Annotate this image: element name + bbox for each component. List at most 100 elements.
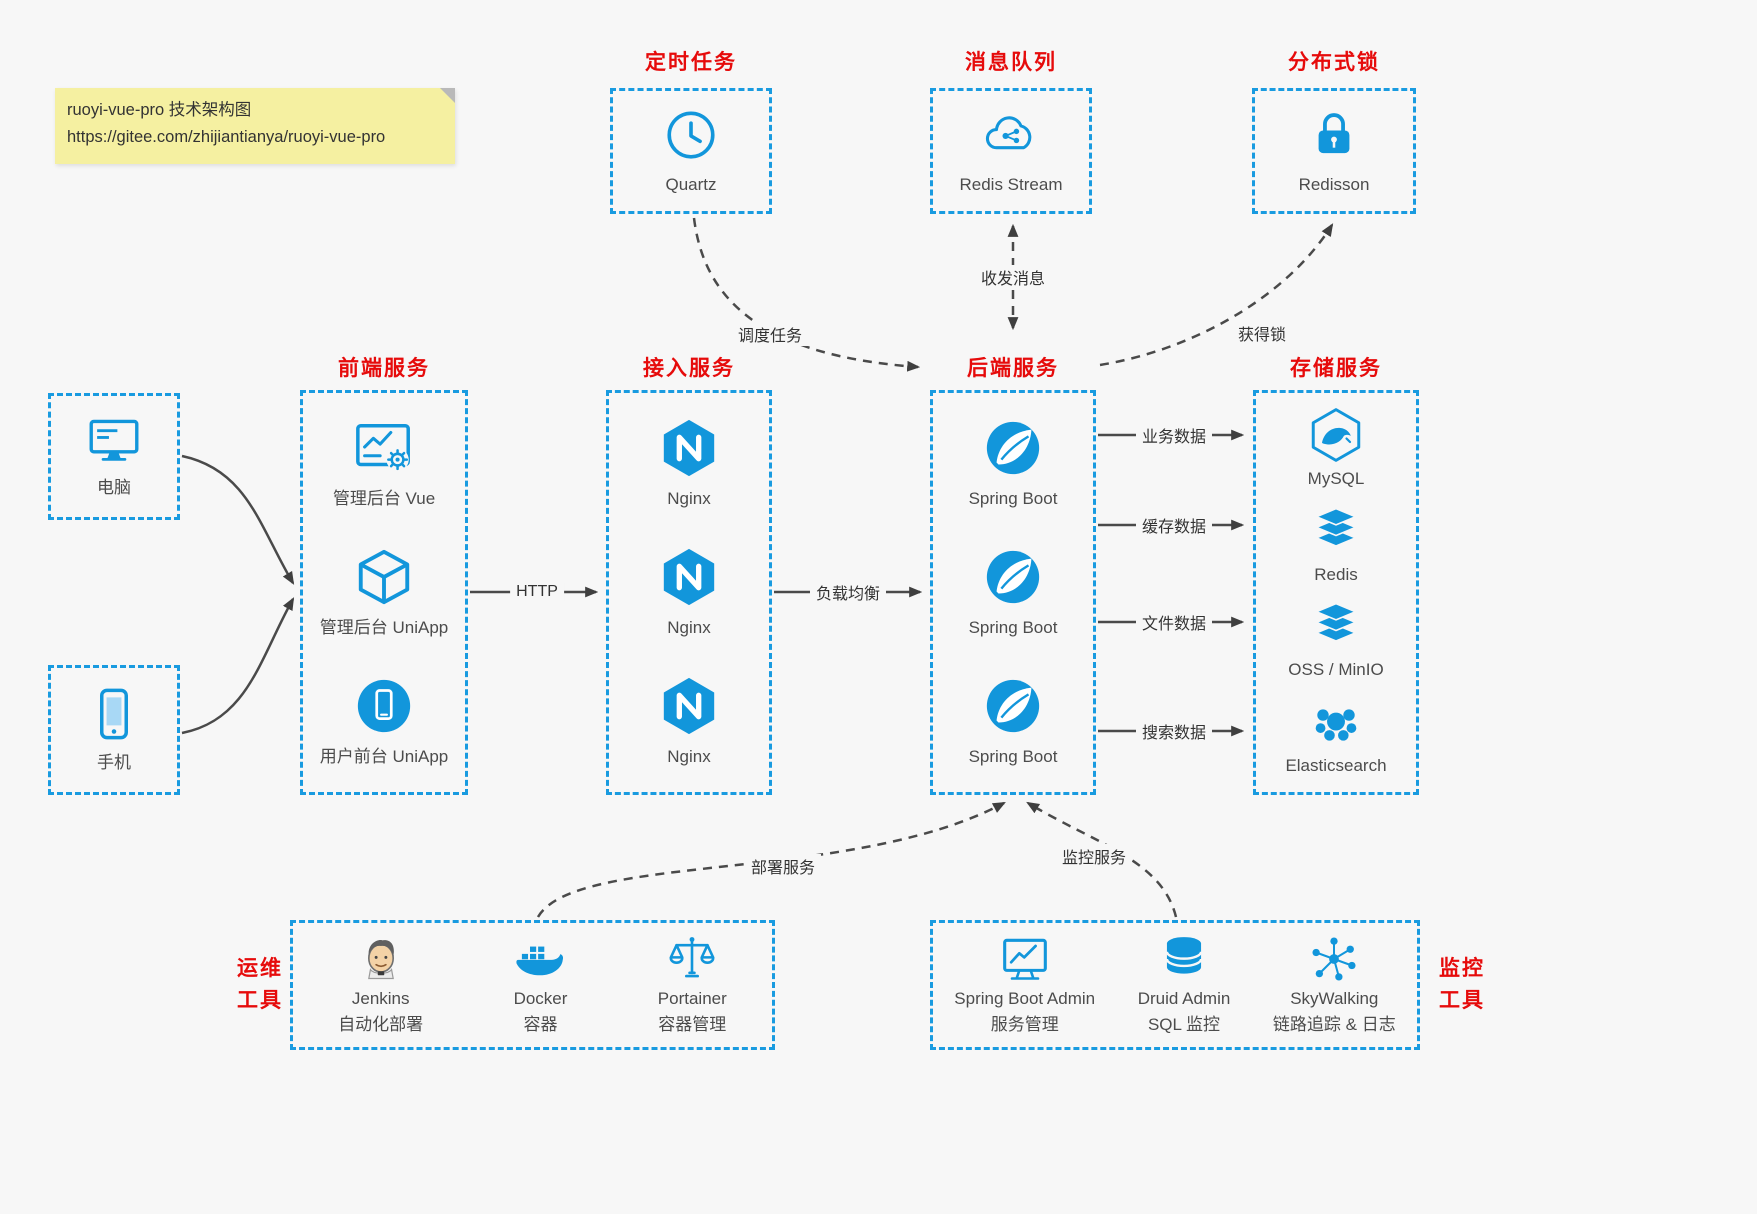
node-label: Redis bbox=[1314, 564, 1358, 584]
scales-icon bbox=[666, 933, 718, 985]
node-admin-uniapp: 管理后台 UniApp bbox=[320, 546, 448, 640]
spring-icon bbox=[982, 546, 1044, 608]
group-title-backend: 后端服务 bbox=[967, 357, 1059, 380]
redis-stream-label: Redis Stream bbox=[959, 174, 1063, 194]
node-label: MySQL bbox=[1307, 468, 1365, 488]
node-redis: Redis bbox=[1310, 507, 1362, 587]
node-sublabel: 容器管理 bbox=[658, 1015, 727, 1034]
nginx-icon bbox=[658, 546, 720, 608]
group-title-queue: 消息队列 bbox=[965, 51, 1057, 74]
nginx-icon bbox=[658, 675, 720, 737]
cloud-network-icon bbox=[982, 106, 1040, 164]
jenkins-icon bbox=[355, 933, 407, 985]
group-title-frontend: 前端服务 bbox=[338, 357, 430, 380]
node-oss-minio: OSS / MinIO bbox=[1288, 602, 1384, 682]
edge-label-http: HTTP bbox=[510, 583, 564, 601]
node-label: SkyWalking bbox=[1290, 989, 1379, 1009]
node-mysql: MySQL bbox=[1307, 407, 1365, 491]
ops-box: Jenkins 自动化部署 Docker 容器 Portainer 容器管理 bbox=[290, 920, 775, 1050]
node-label: Nginx bbox=[667, 746, 711, 766]
quartz-box: Quartz bbox=[610, 88, 772, 214]
group-title-scheduled: 定时任务 bbox=[645, 51, 737, 74]
node-admin-vue: 管理后台 Vue bbox=[333, 417, 435, 511]
mysql-icon bbox=[1308, 407, 1364, 463]
nginx-icon bbox=[658, 417, 720, 479]
edge-label-cache-data: 缓存数据 bbox=[1135, 513, 1213, 537]
storage-box: MySQL Redis OSS / MinIO Elasticsearch bbox=[1253, 390, 1419, 795]
node-portainer: Portainer 容器管理 bbox=[658, 933, 727, 1037]
edge-label-search-data: 搜索数据 bbox=[1135, 719, 1213, 743]
node-sublabel: 容器 bbox=[523, 1015, 558, 1034]
monitoring-title-line2: 工具 bbox=[1439, 988, 1485, 1012]
node-skywalking: SkyWalking 链路追踪 & 日志 bbox=[1273, 933, 1396, 1037]
admin-screen-gear-icon bbox=[353, 417, 415, 479]
edge-label-business-data: 业务数据 bbox=[1135, 423, 1213, 447]
node-jenkins: Jenkins 自动化部署 bbox=[338, 933, 423, 1037]
sticky-note: ruoyi-vue-pro 技术架构图 https://gitee.com/zh… bbox=[55, 88, 455, 164]
node-springboot-1: Spring Boot bbox=[969, 417, 1057, 511]
node-spring-boot-admin: Spring Boot Admin 服务管理 bbox=[954, 933, 1095, 1037]
spring-icon bbox=[982, 417, 1044, 479]
monitor-icon bbox=[84, 413, 144, 467]
node-springboot-3: Spring Boot bbox=[968, 675, 1058, 769]
node-label: Elasticsearch bbox=[1285, 756, 1387, 776]
pc-label: 电脑 bbox=[97, 478, 131, 498]
node-label: Docker bbox=[513, 989, 568, 1009]
edge-label-deploy-service: 部署服务 bbox=[744, 854, 822, 878]
monitoring-box: Spring Boot Admin 服务管理 Druid Admin SQL 监… bbox=[930, 920, 1420, 1050]
node-elasticsearch: Elasticsearch bbox=[1285, 698, 1387, 778]
node-label: Druid Admin bbox=[1137, 989, 1231, 1009]
node-label: OSS / MinIO bbox=[1288, 660, 1384, 680]
mobile-circle-icon bbox=[353, 675, 415, 737]
redis-stream-box: Redis Stream bbox=[930, 88, 1092, 214]
edge-label-acquire-lock: 获得锁 bbox=[1231, 321, 1293, 345]
frontend-box: 管理后台 Vue 管理后台 UniApp 用户前台 UniApp bbox=[300, 390, 468, 795]
node-sublabel: 链路追踪 & 日志 bbox=[1272, 1015, 1396, 1034]
backend-box: Spring Boot Spring Boot Spring Boot bbox=[930, 390, 1096, 795]
group-title-storage: 存储服务 bbox=[1290, 357, 1382, 380]
note-title: ruoyi-vue-pro 技术架构图 bbox=[67, 101, 252, 119]
monitoring-tools-title: 监控 工具 bbox=[1434, 953, 1490, 1016]
clock-icon bbox=[662, 106, 720, 164]
node-label: Jenkins bbox=[351, 989, 410, 1009]
ops-title-line1: 运维 bbox=[237, 957, 283, 980]
edge-label-dispatch-job: 调度任务 bbox=[731, 322, 809, 346]
mobile-client-box: 手机 bbox=[48, 665, 180, 795]
ops-title-line2: 工具 bbox=[237, 988, 283, 1012]
padlock-icon bbox=[1305, 106, 1363, 164]
node-label: Nginx bbox=[667, 617, 711, 637]
node-nginx-3: Nginx bbox=[658, 675, 720, 769]
node-label: Spring Boot bbox=[968, 617, 1058, 637]
node-sublabel: 服务管理 bbox=[990, 1015, 1059, 1034]
spring-icon bbox=[982, 675, 1044, 737]
stacked-layers-icon bbox=[1310, 602, 1362, 654]
quartz-label: Quartz bbox=[665, 174, 717, 194]
node-label: 管理后台 UniApp bbox=[319, 617, 449, 637]
node-label: Spring Boot Admin bbox=[954, 989, 1096, 1009]
gateway-box: Nginx Nginx Nginx bbox=[606, 390, 772, 795]
redisson-label: Redisson bbox=[1298, 174, 1370, 194]
edge-label-file-data: 文件数据 bbox=[1135, 610, 1213, 634]
edge-label-send-receive-msg: 收发消息 bbox=[974, 265, 1052, 289]
cluster-icon bbox=[1310, 698, 1362, 750]
node-label: Nginx bbox=[667, 488, 711, 508]
node-label: 用户前台 UniApp bbox=[319, 746, 449, 766]
monitor-chart-icon bbox=[999, 933, 1051, 985]
node-label: Spring Boot bbox=[968, 746, 1058, 766]
database-icon bbox=[1158, 933, 1210, 985]
ops-tools-title: 运维 工具 bbox=[232, 953, 288, 1016]
stacked-layers-icon bbox=[1310, 507, 1362, 559]
node-nginx-2: Nginx bbox=[658, 546, 720, 640]
group-title-gateway: 接入服务 bbox=[643, 357, 735, 380]
node-springboot-2: Spring Boot bbox=[968, 546, 1058, 640]
edge-label-monitor-service: 监控服务 bbox=[1055, 844, 1133, 868]
node-sublabel: 自动化部署 bbox=[338, 1015, 424, 1034]
group-title-lock: 分布式锁 bbox=[1288, 51, 1380, 74]
cube-icon bbox=[353, 546, 415, 608]
node-docker: Docker 容器 bbox=[513, 933, 568, 1037]
note-url: https://gitee.com/zhijiantianya/ruoyi-vu… bbox=[67, 128, 386, 147]
network-graph-icon bbox=[1308, 933, 1360, 985]
edge-label-load-balance: 负载均衡 bbox=[809, 580, 887, 604]
